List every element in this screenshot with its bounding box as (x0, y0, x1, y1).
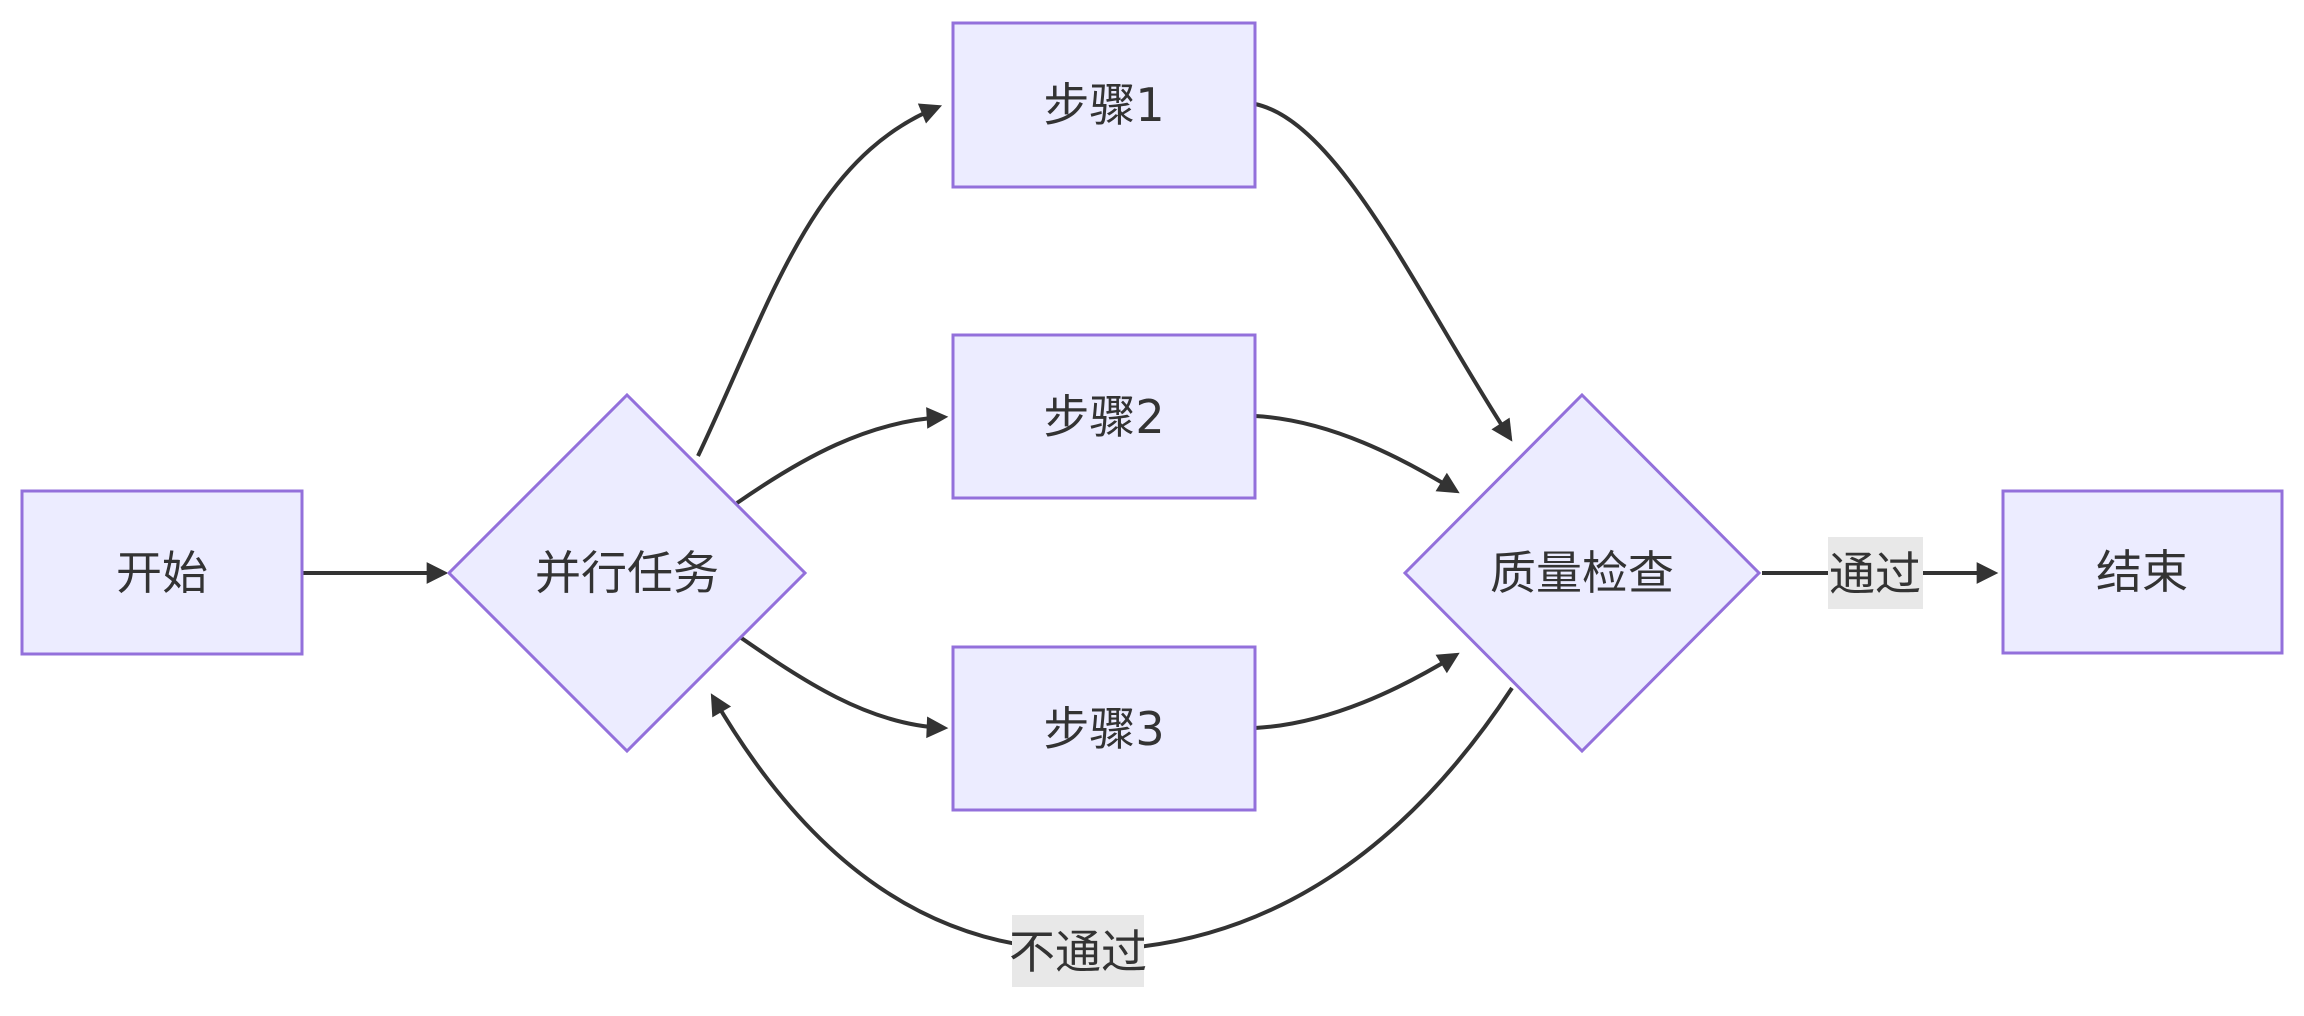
edge-label-pass-text: 通过 (1829, 547, 1921, 601)
node-parallel-tasks: 并行任务 (446, 392, 808, 754)
node-parallel-tasks-label: 并行任务 (535, 546, 719, 600)
node-step1-shape (951, 21, 1257, 189)
node-end-label: 结束 (2096, 545, 2188, 599)
node-quality-check-shape (1402, 392, 1762, 754)
edge-label-fail-text: 不通过 (1009, 925, 1147, 979)
edge-parallel-step3 (735, 633, 949, 739)
edge-step3-quality (1254, 652, 1460, 730)
node-quality-check-label: 质量检查 (1490, 546, 1674, 600)
edge-label-fail: 不通过 (1009, 915, 1147, 987)
edge-parallel-step1 (696, 103, 943, 457)
edge-label-fail-bg (1012, 915, 1144, 987)
node-step3: 步骤3 (951, 645, 1257, 812)
node-step3-shape (951, 645, 1257, 812)
edge-label-pass-bg (1828, 537, 1923, 609)
node-start-label: 开始 (116, 546, 208, 600)
node-step1-label: 步骤1 (1043, 78, 1164, 132)
node-start-shape (20, 489, 304, 656)
node-end: 结束 (2001, 489, 2284, 655)
node-step2-label: 步骤2 (1043, 390, 1164, 444)
node-end-shape (2001, 489, 2284, 655)
node-step3-label: 步骤3 (1043, 702, 1164, 756)
edge-step1-quality (1254, 102, 1513, 442)
node-start: 开始 (20, 489, 304, 656)
node-step1: 步骤1 (951, 21, 1257, 189)
node-step2: 步骤2 (951, 333, 1257, 500)
edge-step2-quality (1254, 414, 1460, 494)
node-parallel-tasks-shape (446, 392, 808, 754)
edge-parallel-step2 (735, 407, 949, 505)
node-step2-shape (951, 333, 1257, 500)
edge-label-pass: 通过 (1828, 537, 1923, 609)
node-quality-check: 质量检查 (1402, 392, 1762, 754)
